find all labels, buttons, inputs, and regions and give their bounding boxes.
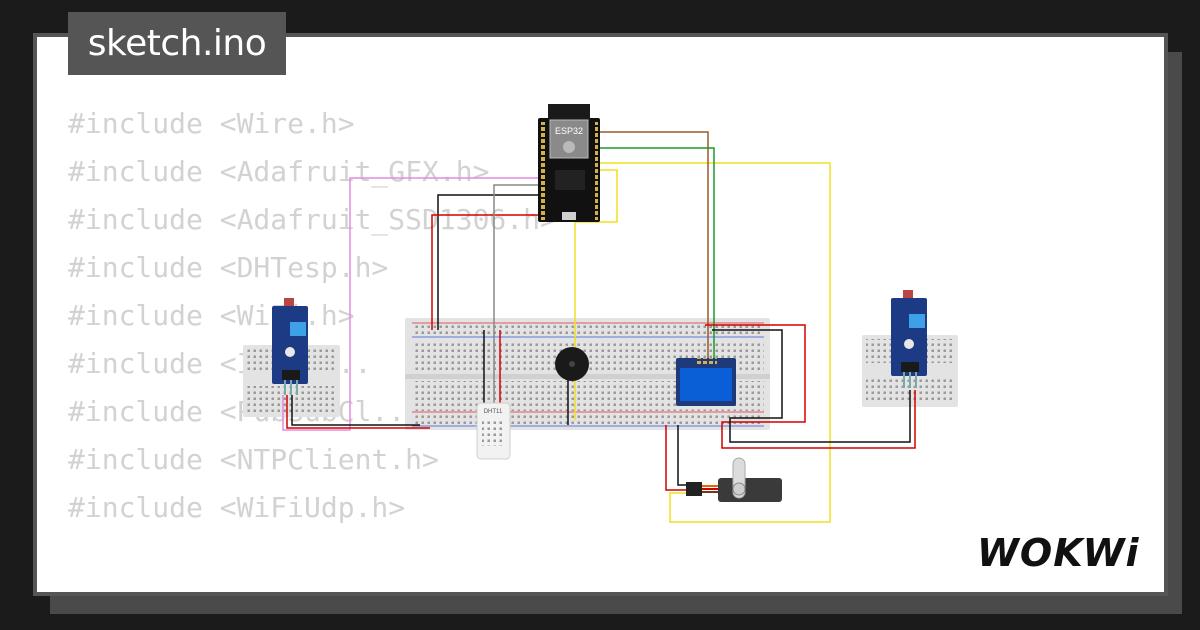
code-line: #include <Wire.h>: [68, 107, 355, 140]
wire-brown: [598, 131, 709, 360]
wokwi-logo: WOKWi: [977, 531, 1140, 575]
esp32-label: ESP32: [555, 126, 583, 136]
wire-red-right: [705, 324, 916, 449]
code-line: #include <Adafruit_GFX.h>: [68, 155, 490, 188]
file-tab[interactable]: sketch.ino: [68, 12, 286, 75]
ldr-module-left: [272, 298, 308, 395]
wires: [282, 131, 916, 523]
wire-red: [431, 214, 545, 330]
code-line: #include <Adafruit_SSD1306.h>: [68, 203, 557, 236]
wire-pink: [282, 177, 545, 431]
wire-black: [437, 194, 545, 330]
buzzer: [555, 347, 589, 381]
esp32-board: ESP32: [538, 104, 600, 222]
preview-card: [33, 33, 1168, 596]
wire-black-right: [712, 329, 911, 443]
wire-black-servo: [677, 425, 690, 486]
wire-green: [598, 147, 715, 360]
file-tab-label: sketch.ino: [87, 23, 267, 64]
code-line: #include <NTPClient.h>: [68, 443, 439, 476]
wire-yellow-long: [598, 162, 831, 523]
oled-display: [676, 358, 736, 406]
dht-label: DHT11: [484, 409, 503, 415]
wire-black-left: [291, 395, 420, 426]
dht-sensor: DHT11: [476, 402, 511, 460]
logo-text: WOKWi: [977, 531, 1140, 575]
code-line: #include <WiFiUdp.h>: [68, 491, 406, 524]
wire-yellow: [574, 169, 618, 420]
servo-motor: [686, 457, 782, 502]
ldr-module-right: [891, 290, 927, 388]
code-line: #include <DHTesp.h>: [68, 251, 389, 284]
wire-red-left: [286, 395, 430, 429]
code-line: #include <WiFi.h>: [68, 299, 355, 332]
wire-gray: [493, 184, 545, 405]
wire-red-servo: [665, 425, 690, 491]
